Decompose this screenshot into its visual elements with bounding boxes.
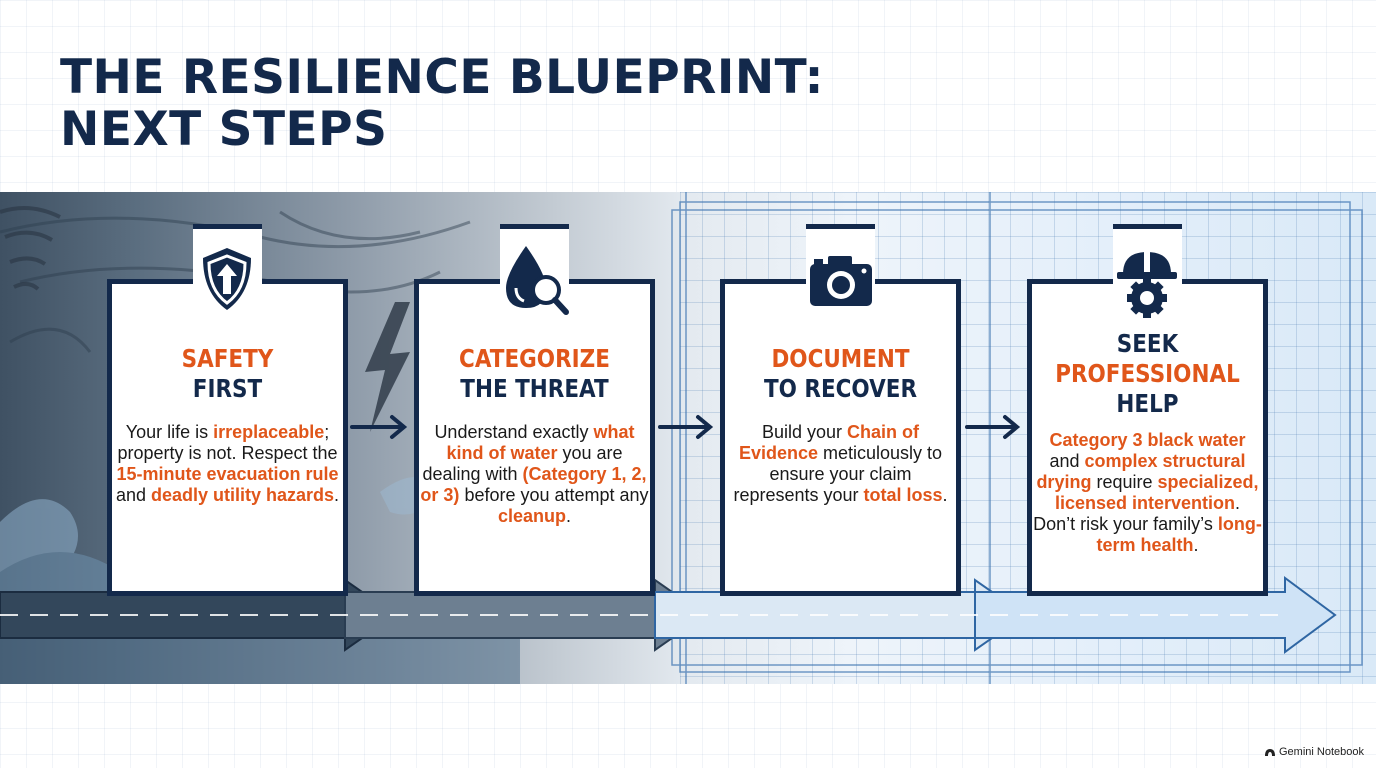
step-heading-line: HELP — [1116, 389, 1179, 418]
title-line-1: THE RESILIENCE BLUEPRINT: — [60, 50, 824, 105]
body-highlight: irreplaceable — [213, 422, 325, 442]
page-title: THE RESILIENCE BLUEPRINT: NEXT STEPS — [60, 52, 824, 156]
step-heading: DOCUMENT TO RECOVER — [737, 344, 944, 404]
body-highlight: Chain of Evidence — [738, 422, 920, 463]
step-body: Build your Chain of Evidence meticulousl… — [726, 422, 955, 506]
step-heading-line: THE THREAT — [460, 374, 609, 403]
body-text: Understand exactly — [434, 422, 594, 442]
body-highlight: cleanup — [497, 506, 566, 526]
step-body: Understand exactly what kind of water yo… — [420, 422, 649, 527]
body-text: . Don’t risk your family’s — [1033, 493, 1241, 534]
step-heading: CATEGORIZE THE THREAT — [431, 344, 638, 404]
body-text: require — [1091, 472, 1158, 492]
step-heading: SAFETY FIRST — [124, 344, 331, 404]
body-highlight: long-term health — [1096, 514, 1262, 555]
shield-arrow-icon — [203, 248, 251, 310]
body-text: before you attempt any — [459, 485, 649, 505]
body-text: . — [942, 485, 948, 505]
lightning-bolt-icon — [365, 302, 410, 432]
body-text: . — [1193, 535, 1199, 555]
camera-icon — [810, 256, 872, 306]
body-text: . — [566, 506, 572, 526]
body-highlight: Category 3 black water — [1049, 430, 1246, 450]
step-heading-line: SEEK — [1116, 329, 1179, 358]
watermark: Gemini Notebook — [1264, 746, 1364, 758]
body-highlight: specialized, licensed intervention — [1054, 472, 1259, 513]
gemini-notebook-logo-icon — [1265, 748, 1275, 756]
step-card-safety: SAFETY FIRST Your life is irreplaceable;… — [107, 224, 348, 596]
step-card-document: DOCUMENT TO RECOVER Build your Chain of … — [720, 224, 961, 596]
step-card-professional: SEEK PROFESSIONAL HELP Category 3 black … — [1027, 224, 1268, 596]
step-body: Category 3 black water and complex struc… — [1033, 430, 1262, 556]
title-line-2: NEXT STEPS — [60, 102, 388, 157]
body-highlight: deadly utility hazards — [150, 485, 335, 505]
step-body: Your life is irreplaceable; property is … — [113, 422, 342, 506]
timeline-bar — [0, 576, 1337, 654]
step-heading-line: TO RECOVER — [763, 374, 918, 403]
body-highlight: total loss — [863, 485, 943, 505]
step-heading-line: DOCUMENT — [771, 344, 910, 373]
body-highlight: complex structural drying — [1036, 451, 1246, 492]
step-heading: SEEK PROFESSIONAL HELP — [1044, 329, 1251, 419]
hardhat-gear-icon — [1117, 250, 1177, 318]
body-text: and — [115, 485, 151, 505]
body-text: meticulously to ensure your claim repres… — [733, 443, 943, 505]
step-card-categorize: CATEGORIZE THE THREAT Understand exactly… — [414, 224, 655, 596]
body-text: ; property is not. Respect the — [117, 422, 338, 463]
body-text: Build your — [761, 422, 848, 442]
step-heading-line: SAFETY — [181, 344, 274, 373]
tornado-icon — [0, 206, 61, 291]
body-highlight: 15-minute evacuation rule — [116, 464, 339, 484]
body-text: and — [1049, 451, 1085, 471]
body-highlight: what kind of water — [446, 422, 635, 463]
watermark-text: Gemini Notebook — [1279, 746, 1364, 758]
water-drop-magnifier-icon — [506, 246, 569, 315]
step-heading-line: CATEGORIZE — [459, 344, 610, 373]
body-text: . — [334, 485, 340, 505]
connector-arrows — [350, 415, 1021, 439]
step-heading-line: PROFESSIONAL — [1055, 359, 1240, 388]
body-text: you are dealing with — [422, 443, 623, 484]
body-highlight: (Category 1, 2, or 3) — [420, 464, 647, 505]
body-text: Your life is — [125, 422, 214, 442]
step-heading-line: FIRST — [192, 374, 263, 403]
